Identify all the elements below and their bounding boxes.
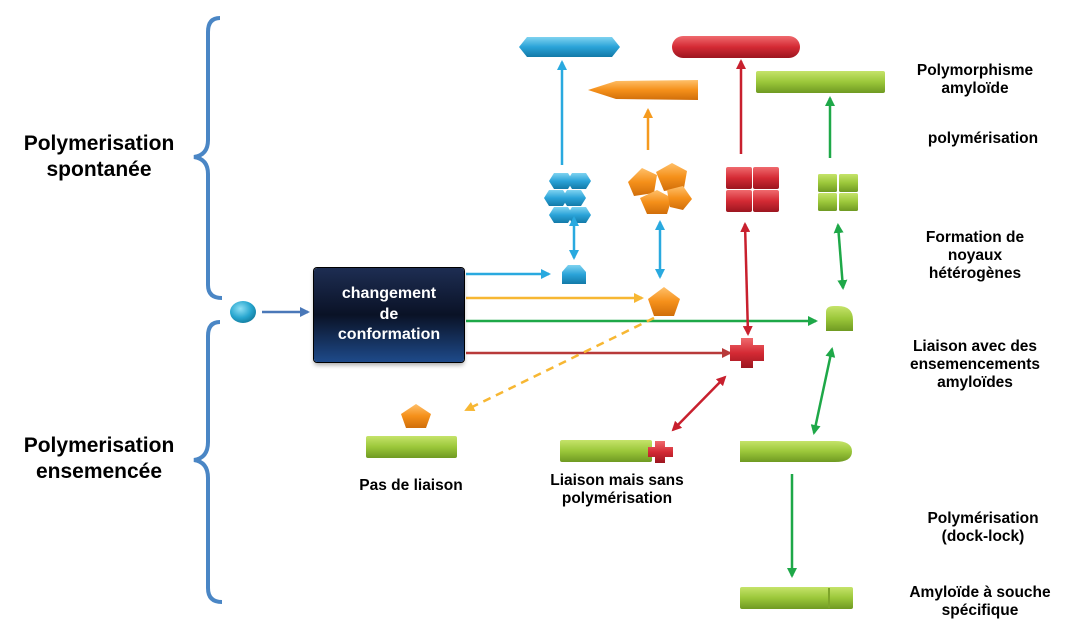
red-cross-icon: [730, 338, 764, 368]
bracket-seeded: [193, 320, 223, 604]
green-fibril-no-binding-icon: [366, 436, 457, 458]
label-spontaneous-polymerisation: Polymerisation spontanée: [10, 131, 188, 184]
label-nuclei-line3: hétérogènes: [928, 264, 1022, 282]
label-seeded-line2: ensemencée: [35, 460, 163, 484]
label-seeds-line2: ensemencements: [909, 355, 1041, 373]
no-binding-dashed-arrow: [464, 316, 655, 412]
green-fibril-icon: [756, 71, 885, 93]
green-fibril-bound-icon: [560, 440, 652, 462]
label-no-binding: Pas de liaison: [359, 477, 463, 494]
label-heterogeneous-nuclei: Formation de noyaux hétérogènes: [890, 229, 1060, 282]
green-fibril-seeded-icon: [740, 441, 852, 462]
label-seeds-line1: Liaison avec des: [912, 338, 1038, 355]
label-dock-lock-line2: (dock-lock): [941, 527, 1025, 545]
label-spontaneous-line1: Polymerisation: [23, 132, 175, 155]
label-polymerisation: polymérisation: [927, 130, 1039, 147]
label-strain-line1: Amyloïde à souche: [909, 584, 1051, 601]
label-binding-line1: Liaison mais sans: [550, 472, 684, 489]
label-dock-lock: Polymérisation (dock-lock): [898, 510, 1068, 546]
label-seed-binding: Liaison avec des ensemencements amyloïde…: [890, 338, 1060, 391]
label-polymorphism-line1: Polymorphisme: [916, 62, 1034, 79]
green-oligomer-icon: [818, 174, 858, 211]
conformation-change-box: changement de conformation: [314, 268, 464, 362]
red-binding-arrow: [671, 375, 727, 432]
label-binding-line2: polymérisation: [561, 489, 673, 507]
label-amyloid-polymorphism: Polymorphisme amyloïde: [890, 62, 1060, 98]
red-seed-arrow: [740, 222, 753, 336]
green-strain-fibril-icon: [740, 587, 853, 609]
monomer-icon: [230, 301, 256, 323]
red-oligomer-icon: [726, 167, 779, 212]
green-seed-monomer-icon: [826, 306, 853, 331]
blue-monomer-icon: [562, 265, 586, 284]
conformation-line2: de: [379, 305, 399, 323]
label-binding-no-polymerisation: Liaison mais sans polymérisation: [520, 472, 714, 508]
label-seeds-line3: amyloïdes: [937, 373, 1013, 391]
orange-monomer-icon: [648, 287, 680, 316]
red-bound-cross-icon: [648, 441, 673, 463]
label-dock-lock-line1: Polymérisation: [927, 510, 1039, 527]
label-strain-specific-amyloid: Amyloïde à souche spécifique: [892, 584, 1068, 620]
green-nucleus-arrow: [833, 223, 848, 290]
blue-fibril-icon: [519, 37, 620, 57]
blue-oligomer-icon: [544, 173, 591, 223]
conformation-line1: changement: [341, 284, 437, 302]
label-spontaneous-line2: spontanée: [46, 158, 152, 182]
orange-unbound-monomer-icon: [401, 404, 431, 428]
label-polymorphism-line2: amyloïde: [941, 79, 1009, 97]
green-seed-binding-arrow: [810, 347, 836, 435]
label-strain-line2: spécifique: [941, 601, 1019, 619]
conformation-line3: conformation: [337, 326, 441, 344]
label-seeded-polymerisation: Polymerisation ensemencée: [10, 433, 188, 486]
orange-oligomer-icon: [628, 163, 692, 214]
red-fibril-icon: [672, 36, 800, 58]
bracket-spontaneous: [193, 16, 223, 300]
label-seeded-line1: Polymerisation: [23, 434, 175, 457]
label-nuclei-line1: Formation de: [925, 229, 1025, 246]
label-nuclei-line2: noyaux: [947, 246, 1003, 264]
orange-fibril-icon: [588, 80, 698, 100]
